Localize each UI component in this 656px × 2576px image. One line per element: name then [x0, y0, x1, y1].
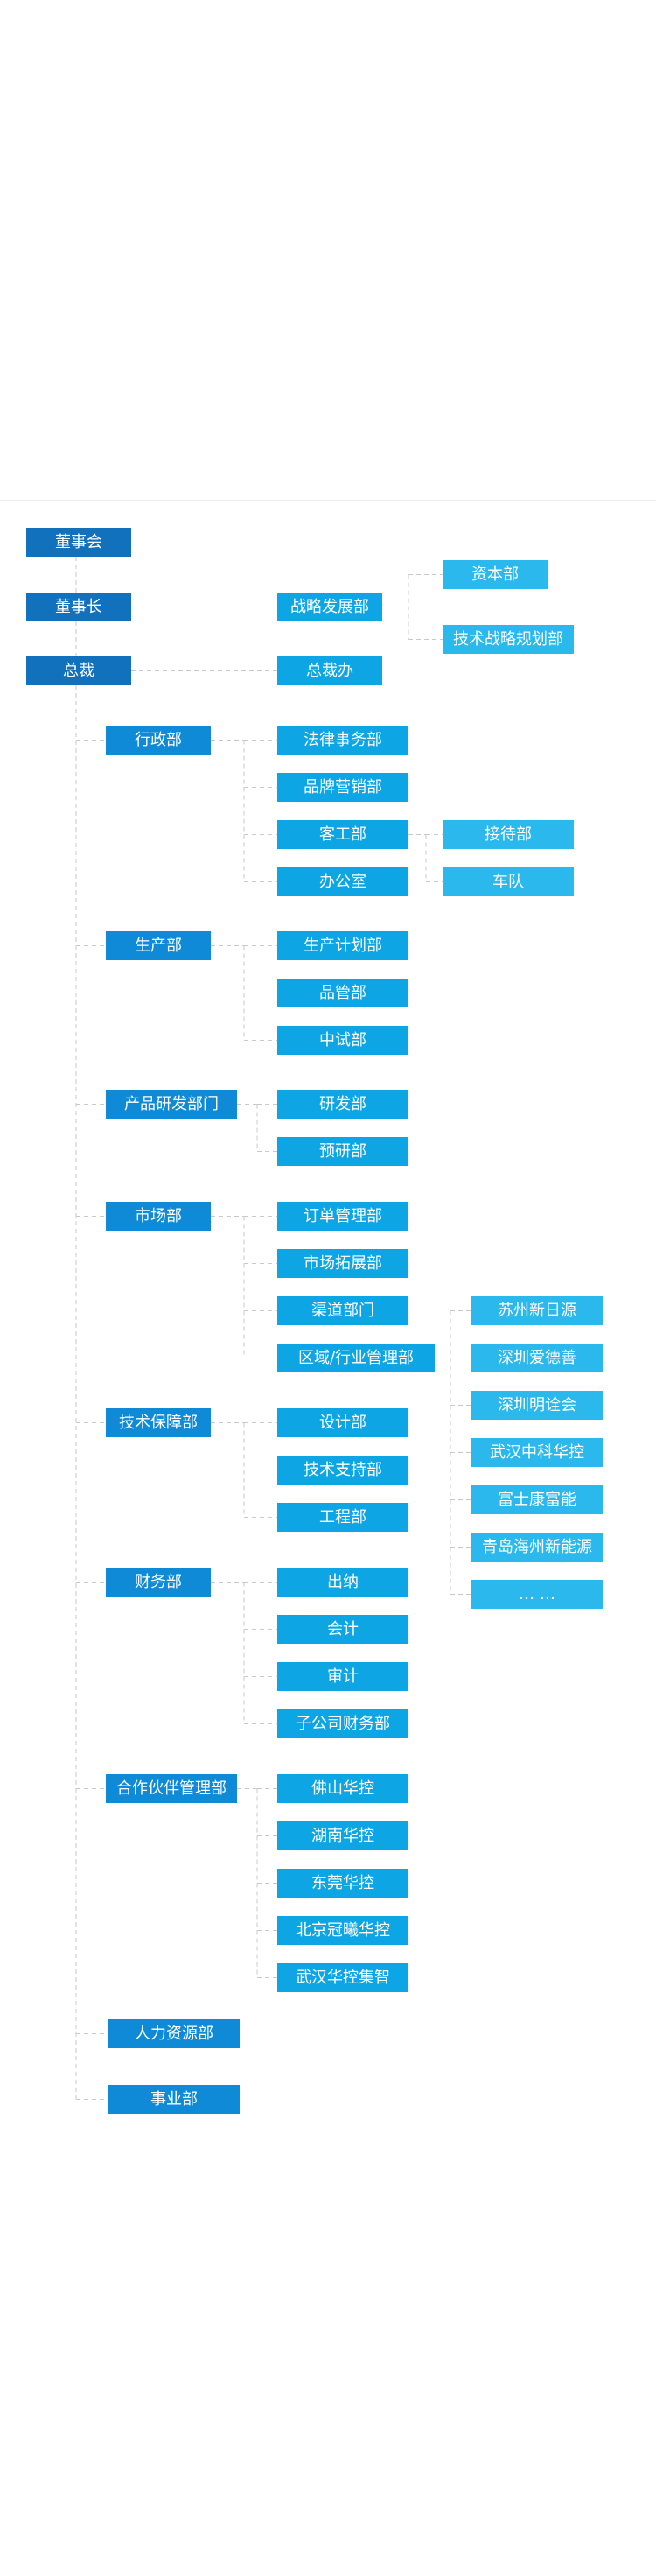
- org-node-regional: 区域/行业管理部: [277, 1344, 435, 1372]
- org-node-design: 设计部: [277, 1408, 408, 1437]
- org-node-president: 总裁: [26, 656, 131, 685]
- org-node-more: … …: [471, 1580, 603, 1609]
- org-node-wuhan-jz: 武汉华控集智: [277, 1963, 408, 1992]
- top-divider: [0, 500, 656, 501]
- org-node-accounting: 会计: [277, 1615, 408, 1644]
- org-node-engineering: 工程部: [277, 1503, 408, 1532]
- org-node-hunan: 湖南华控: [277, 1821, 408, 1850]
- org-node-reception: 接待部: [443, 820, 574, 849]
- org-node-expansion: 市场拓展部: [277, 1249, 408, 1278]
- org-node-dongguan: 东莞华控: [277, 1869, 408, 1898]
- org-node-guest: 客工部: [277, 820, 408, 849]
- org-node-rnd: 产品研发部门: [106, 1090, 237, 1119]
- org-node-business: 事业部: [108, 2085, 240, 2114]
- org-node-prod-plan: 生产计划部: [277, 931, 408, 960]
- org-node-brand: 品牌营销部: [277, 773, 408, 802]
- org-node-tech-support: 技术保障部: [106, 1408, 211, 1437]
- org-node-qingdao: 青岛海州新能源: [471, 1533, 603, 1562]
- org-node-cashier: 出纳: [277, 1568, 408, 1597]
- org-node-board: 董事会: [26, 528, 131, 557]
- org-node-legal: 法律事务部: [277, 726, 408, 755]
- org-node-suzhou: 苏州新日源: [471, 1296, 603, 1325]
- org-node-wuhan-zk: 武汉中科华控: [471, 1438, 603, 1467]
- org-node-fleet: 车队: [443, 867, 574, 896]
- org-node-finance: 财务部: [106, 1568, 211, 1597]
- org-node-office: 办公室: [277, 867, 408, 896]
- org-node-tech-assist: 技术支持部: [277, 1456, 408, 1485]
- org-node-sub-finance: 子公司财务部: [277, 1709, 408, 1738]
- org-node-partners: 合作伙伴管理部: [106, 1774, 237, 1803]
- org-node-foshan: 佛山华控: [277, 1774, 408, 1803]
- org-node-strategy: 战略发展部: [277, 593, 382, 621]
- org-node-quality: 品管部: [277, 979, 408, 1007]
- org-node-admin: 行政部: [106, 726, 211, 755]
- org-node-audit: 审计: [277, 1662, 408, 1691]
- org-node-production: 生产部: [106, 931, 211, 960]
- org-node-tech-strategy: 技术战略规划部: [443, 625, 574, 654]
- org-node-orders: 订单管理部: [277, 1202, 408, 1231]
- org-node-research: 研发部: [277, 1090, 408, 1119]
- org-node-capital: 资本部: [443, 560, 548, 589]
- org-node-pilot: 中试部: [277, 1026, 408, 1055]
- org-node-beijing: 北京冠曦华控: [277, 1916, 408, 1945]
- org-node-channel: 渠道部门: [277, 1296, 408, 1325]
- org-node-chairman: 董事长: [26, 593, 131, 621]
- org-node-fushi: 富士康富能: [471, 1485, 603, 1514]
- org-node-president-office: 总裁办: [277, 656, 382, 685]
- org-node-market: 市场部: [106, 1202, 211, 1231]
- org-node-hr: 人力资源部: [108, 2019, 240, 2048]
- org-node-pre-research: 预研部: [277, 1137, 408, 1166]
- org-node-shenzhen-ade: 深圳爱德善: [471, 1344, 603, 1372]
- org-node-shenzhen-mtg: 深圳明诠会: [471, 1391, 603, 1420]
